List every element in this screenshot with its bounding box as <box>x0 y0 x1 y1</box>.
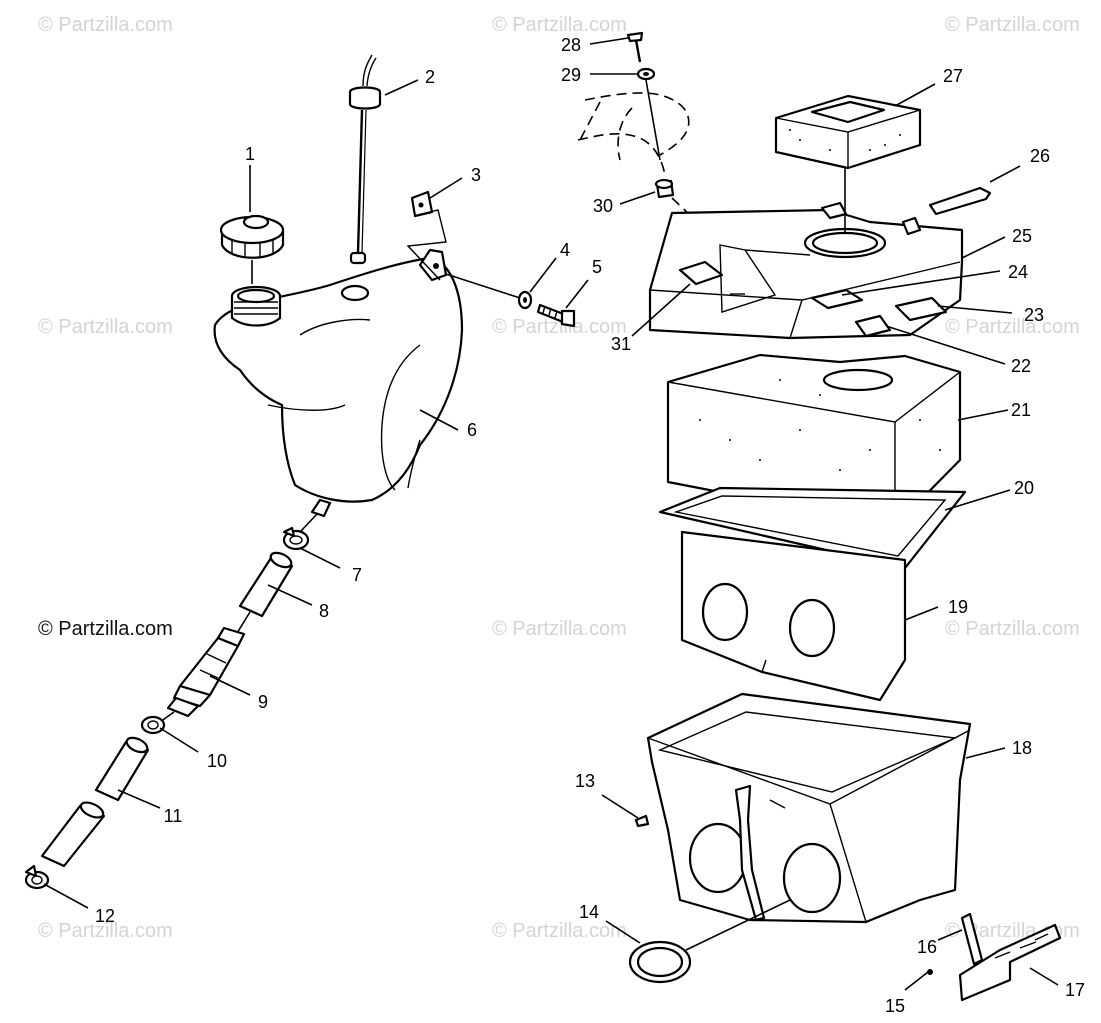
bolt[interactable] <box>536 303 576 328</box>
watermark: © Partzilla.com <box>492 316 627 338</box>
watermark: © Partzilla.com <box>492 14 627 36</box>
frame-bracket <box>577 92 690 176</box>
callout-22: 22 <box>1011 356 1031 376</box>
rubber-grommet[interactable] <box>654 178 675 199</box>
callout-20: 20 <box>1014 478 1034 498</box>
callout-2: 2 <box>425 67 435 87</box>
decal-31 <box>678 260 724 286</box>
callout-16: 16 <box>917 937 937 957</box>
callout-6: 6 <box>467 420 477 440</box>
watermark: © Partzilla.com <box>945 618 1080 640</box>
bracket-stud[interactable] <box>960 912 984 966</box>
callout-11: 11 <box>164 806 183 826</box>
watermark: © Partzilla.com <box>492 920 627 942</box>
callout-9: 9 <box>258 692 268 712</box>
callout-5: 5 <box>592 257 602 277</box>
watermark: © Partzilla.com <box>945 14 1080 36</box>
hose-clamp-middle[interactable] <box>140 715 166 735</box>
callout-12: 12 <box>95 906 115 926</box>
bracket-fastener[interactable] <box>927 969 933 975</box>
watermark: © Partzilla.com <box>38 14 173 36</box>
fuel-cap[interactable] <box>219 214 285 259</box>
hose-clamp-lower[interactable] <box>24 864 50 890</box>
tank-mount-tab <box>418 248 448 282</box>
main-watermark: © Partzilla.com <box>38 618 173 640</box>
screw[interactable] <box>626 31 644 63</box>
decal-23 <box>894 296 948 322</box>
callout-14: 14 <box>579 902 599 922</box>
decal-22 <box>854 314 892 338</box>
callout-13: 13 <box>575 771 595 791</box>
small-screw[interactable] <box>634 814 650 828</box>
callout-15: 15 <box>885 996 905 1016</box>
callout-4: 4 <box>560 240 570 260</box>
air-filter-element[interactable] <box>666 353 962 528</box>
callout-30: 30 <box>593 196 613 216</box>
hose-clamp-upper[interactable] <box>282 526 310 551</box>
washer[interactable] <box>517 290 533 310</box>
callout-18: 18 <box>1012 738 1032 758</box>
fuel-hose-middle[interactable] <box>94 735 150 802</box>
airbox[interactable] <box>646 692 972 924</box>
callout-19: 19 <box>948 597 968 617</box>
callout-10: 10 <box>207 751 227 771</box>
callout-8: 8 <box>319 601 329 621</box>
callout-24: 24 <box>1008 262 1028 282</box>
callout-7: 7 <box>352 565 362 585</box>
callout-26: 26 <box>1030 146 1050 166</box>
fuel-sender[interactable] <box>348 54 382 265</box>
callout-23: 23 <box>1024 305 1044 325</box>
fuel-filter[interactable] <box>166 626 246 718</box>
tank-outlet <box>310 498 332 518</box>
filler-neck <box>230 285 282 327</box>
callout-3: 3 <box>471 165 481 185</box>
watermark: © Partzilla.com <box>945 316 1080 338</box>
callout-17: 17 <box>1065 980 1085 1000</box>
fuel-hose-lower[interactable] <box>40 799 106 868</box>
watermark: © Partzilla.com <box>38 920 173 942</box>
foam-seal[interactable] <box>774 94 922 170</box>
callout-1: 1 <box>245 144 255 164</box>
mounting-bracket[interactable] <box>958 923 1062 1002</box>
callout-25: 25 <box>1012 226 1032 246</box>
airbox-cover[interactable] <box>648 201 964 340</box>
lock-washer[interactable] <box>636 67 656 81</box>
callout-21: 21 <box>1011 400 1031 420</box>
callout-27: 27 <box>943 66 963 86</box>
callout-29: 29 <box>561 65 581 85</box>
callout-28: 28 <box>561 35 581 55</box>
intake-boot[interactable] <box>628 940 692 984</box>
sender-neck <box>340 284 370 302</box>
leader-lines <box>43 37 1059 991</box>
watermark: © Partzilla.com <box>38 316 173 338</box>
filter-plate[interactable] <box>680 530 907 702</box>
strap[interactable] <box>928 186 992 216</box>
fuel-hose-upper[interactable] <box>238 550 294 618</box>
watermark: © Partzilla.com <box>492 618 627 640</box>
callout-31: 31 <box>611 334 631 354</box>
